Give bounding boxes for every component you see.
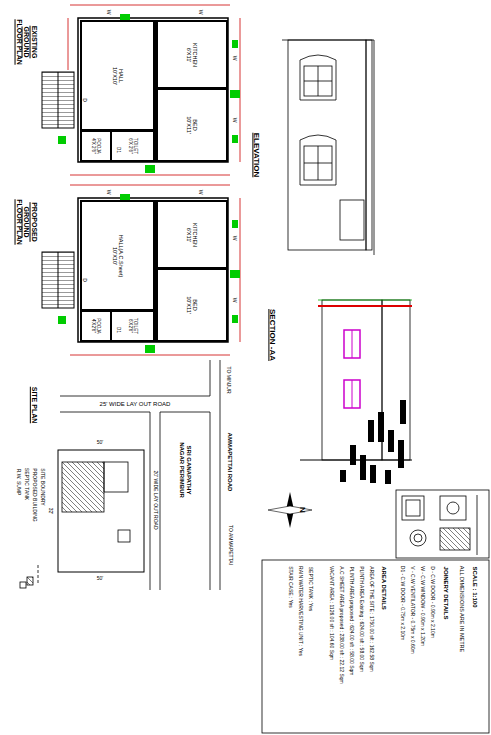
drawing-label: SCALE : 1:100 bbox=[472, 566, 479, 607]
drawing-label: 25' WIDE LAY OUT ROAD bbox=[100, 401, 171, 408]
room-name: BED bbox=[192, 116, 198, 134]
drawing-label: A.C SHEET AREA proposed : 238.00 sft : 2… bbox=[338, 566, 344, 683]
drawing-label: W bbox=[105, 10, 111, 15]
existing-plan bbox=[42, 5, 240, 175]
room-box: POOJA4'X2'6" bbox=[80, 310, 112, 342]
drawing-label: W bbox=[197, 190, 203, 195]
room-box: POOJA4'X 2'6" bbox=[80, 130, 112, 162]
room-box: HALL10'X10' bbox=[80, 20, 156, 132]
elevation-drawing bbox=[282, 40, 374, 255]
room-text: BED10'X11' bbox=[186, 116, 199, 134]
drawing-label: ELEVATION bbox=[252, 133, 261, 178]
drawing-label: TO AMMAPETTAI bbox=[227, 525, 233, 565]
drawing-label: W bbox=[197, 10, 203, 15]
drawing-label: SITE BOUNDRY bbox=[39, 468, 45, 505]
room-box: BED10'X11' bbox=[156, 268, 228, 342]
room-text: TOILET6'X2'6" bbox=[128, 318, 139, 334]
room-size: 10'X11' bbox=[186, 116, 192, 134]
room-box: KITCHEN6'X11' bbox=[156, 200, 228, 270]
drawing-label: D bbox=[81, 98, 87, 102]
drawing-label: SITE PLAN bbox=[30, 387, 38, 424]
drawing-label: 50' bbox=[97, 576, 104, 582]
room-box: BED10'X11' bbox=[156, 88, 228, 162]
room-box: TOILET6'X2'6" bbox=[110, 310, 156, 342]
drawing-label: W bbox=[105, 190, 111, 195]
drawing-label: PLINTH AREA proposed : 624.00 sft : 58.0… bbox=[348, 566, 354, 675]
drawing-label: JOINERY DETAILS bbox=[443, 566, 450, 619]
drawing-label: W bbox=[231, 298, 237, 303]
drawing-label: VACANT AREA : 1126.00 sft : 104.60 Sqm bbox=[328, 566, 334, 660]
drawing-label: V - C.W VENTILATOR - 0.75m x 0.60m bbox=[409, 566, 415, 653]
room-name: HALL bbox=[118, 67, 124, 85]
detail-panels bbox=[262, 490, 489, 733]
proposed-plan bbox=[42, 185, 240, 355]
drawing-label: W - C.W WINDOW - 0.90m x 1.20m bbox=[419, 566, 425, 646]
room-box: TOILET6'X 2'6" bbox=[110, 130, 156, 162]
drawing-label: W bbox=[231, 236, 237, 241]
room-name: KITCHEN bbox=[192, 223, 198, 247]
drawing-label: D1 - C.W DOOR - 0.75m x 2.10m bbox=[399, 566, 405, 640]
drawing-label: W bbox=[231, 56, 237, 61]
drawing-label: D - C.W DOOR - 0.90m x 2.10m bbox=[429, 566, 435, 638]
room-size: 4'X 2'6" bbox=[91, 138, 96, 154]
room-text: TOILET6'X 2'6" bbox=[128, 138, 139, 154]
room-size: 4'X2'6" bbox=[91, 318, 96, 334]
room-text: KITCHEN6'X11' bbox=[186, 43, 199, 67]
room-size: 6'X11' bbox=[186, 43, 192, 67]
room-size: 10'X11' bbox=[186, 296, 192, 314]
drawing-label: STAIR CASE : Yes bbox=[287, 566, 293, 608]
room-box: HALL(A.C.Sheet)10'X10' bbox=[80, 200, 156, 312]
room-name: TOILET bbox=[133, 138, 138, 154]
room-text: POOJA4'X 2'6" bbox=[91, 138, 102, 154]
room-text: KITCHEN6'X11' bbox=[186, 223, 199, 247]
drawing-label: SRI GANAPATHY NAGAR PERIMBUR bbox=[178, 435, 191, 505]
drawing-label: SEPTIC TANK : Yes bbox=[307, 566, 313, 611]
section-drawing bbox=[300, 300, 412, 484]
drawing-label: 32' bbox=[47, 508, 53, 515]
room-name: KITCHEN bbox=[192, 43, 198, 67]
drawing-label: W bbox=[231, 118, 237, 123]
room-size: 10'X10' bbox=[112, 67, 118, 85]
drawing-label: R.W. SUMP bbox=[15, 468, 21, 495]
drawing-label: 20' WIDE LAY OUT ROAD bbox=[152, 470, 158, 529]
drawing-label: TO MINJUR bbox=[225, 366, 231, 393]
drawing-label: D1 bbox=[115, 147, 120, 153]
drawing-label: AMMAPETTAI ROAD bbox=[227, 433, 234, 492]
drawing-label: D1 bbox=[115, 327, 120, 333]
drawing-label: EXISTING GROUND FLOOR PLAN bbox=[14, 17, 37, 67]
drawing-label: D bbox=[81, 278, 87, 282]
room-name: BED bbox=[192, 296, 198, 314]
room-size: 6'X11' bbox=[186, 223, 192, 247]
site-plan bbox=[20, 360, 220, 590]
room-size: 10'X10' bbox=[112, 235, 118, 278]
drawing-label: PLINTH AREA Existing : 624.00 sft : 58.0… bbox=[358, 566, 364, 672]
room-name: POOJA bbox=[96, 138, 101, 154]
room-name: HALL(A.C.Sheet) bbox=[118, 235, 124, 278]
drawing-label: 50' bbox=[97, 440, 104, 446]
room-text: BED10'X11' bbox=[186, 296, 199, 314]
drawing-label: PROPOSED GROUND FLOOR PLAN bbox=[14, 197, 37, 247]
drawing-label: SEPTIC TANK bbox=[23, 468, 29, 500]
drawing-label: AREA DETAILS bbox=[381, 566, 388, 610]
drawing-label: SECTION -AA bbox=[268, 309, 277, 361]
room-text: HALL10'X10' bbox=[112, 67, 125, 85]
drawing-label: PROPOSED BUILDING bbox=[31, 468, 37, 521]
drawing-label: AREA OF THE SITE : 1750.00 sft : 162.58 … bbox=[368, 566, 374, 672]
drawing-label: RAIN WATER HARVESTING UNIT : Yes bbox=[297, 566, 303, 656]
drawing-label: N bbox=[298, 507, 307, 513]
room-name: POOJA bbox=[96, 318, 101, 334]
north-arrow bbox=[268, 492, 312, 528]
room-name: TOILET bbox=[133, 318, 138, 334]
room-size: 6'X 2'6" bbox=[128, 138, 133, 154]
room-text: POOJA4'X2'6" bbox=[91, 318, 102, 334]
room-size: 6'X2'6" bbox=[128, 318, 133, 334]
drawing-label: ALL DIMENSIONS ARE IN METRE bbox=[459, 566, 465, 652]
room-box: KITCHEN6'X11' bbox=[156, 20, 228, 90]
room-text: HALL(A.C.Sheet)10'X10' bbox=[112, 235, 125, 278]
